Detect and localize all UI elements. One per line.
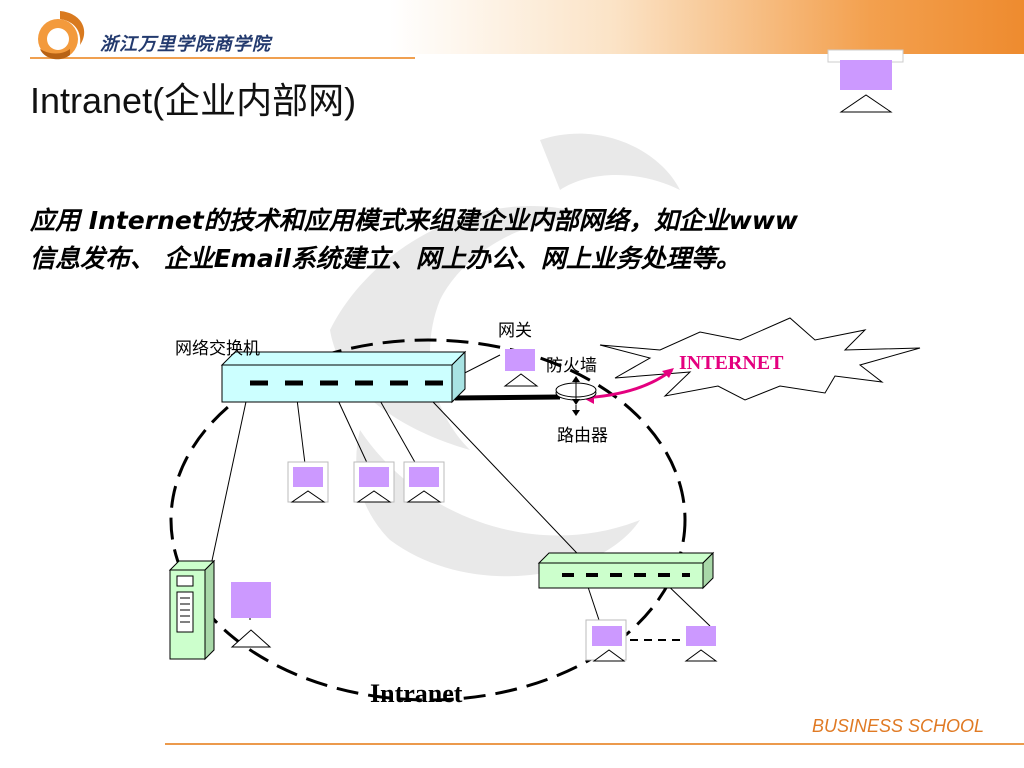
footer-business-school: BUSINESS SCHOOL: [811, 716, 984, 736]
internet-label: INTERNET: [679, 352, 784, 374]
page-title: Intranet(企业内部网): [30, 80, 357, 121]
workstation-hub-right-icon: [684, 626, 718, 662]
server-tower-icon: [168, 559, 216, 661]
router-icon: [555, 376, 597, 416]
workstation-center-icon: [353, 461, 395, 503]
body-line-2: 信息发布、 企业Email系统建立、网上办公、网上业务处理等。: [30, 244, 741, 273]
network-switch: [220, 350, 467, 404]
intranet-label: Intranet: [370, 679, 463, 708]
trunk-link: [454, 394, 561, 401]
workstation-top-right-icon: [827, 49, 904, 113]
internet-cloud: [599, 317, 921, 401]
intranet-boundary: [169, 338, 687, 702]
header-bar: [0, 0, 1024, 54]
workstation-left-icon: [287, 461, 329, 503]
firewall-label: 防火墙: [546, 356, 597, 376]
workstation-server-console-icon: [230, 582, 272, 648]
switch-label: 网络交换机: [175, 339, 260, 359]
footer-line: [165, 743, 1024, 745]
body-text: 应用 Internet的技术和应用模式来组建企业内部网络，如企业www 信息发布…: [30, 202, 798, 278]
workstation-hub-left-icon: [585, 619, 627, 662]
header-underline: [30, 57, 415, 59]
router-label: 路由器: [557, 426, 608, 446]
body-line-1: 应用 Internet的技术和应用模式来组建企业内部网络，如企业www: [30, 206, 799, 235]
workstation-right-icon: [403, 461, 445, 503]
school-logo: [38, 11, 85, 60]
school-name: 浙江万里学院商学院: [100, 34, 271, 55]
gateway-computer-icon: [503, 349, 539, 387]
gateway-label: 网关: [498, 321, 532, 341]
internet-link-arrow-out: [662, 368, 674, 378]
network-hub: [537, 551, 715, 590]
